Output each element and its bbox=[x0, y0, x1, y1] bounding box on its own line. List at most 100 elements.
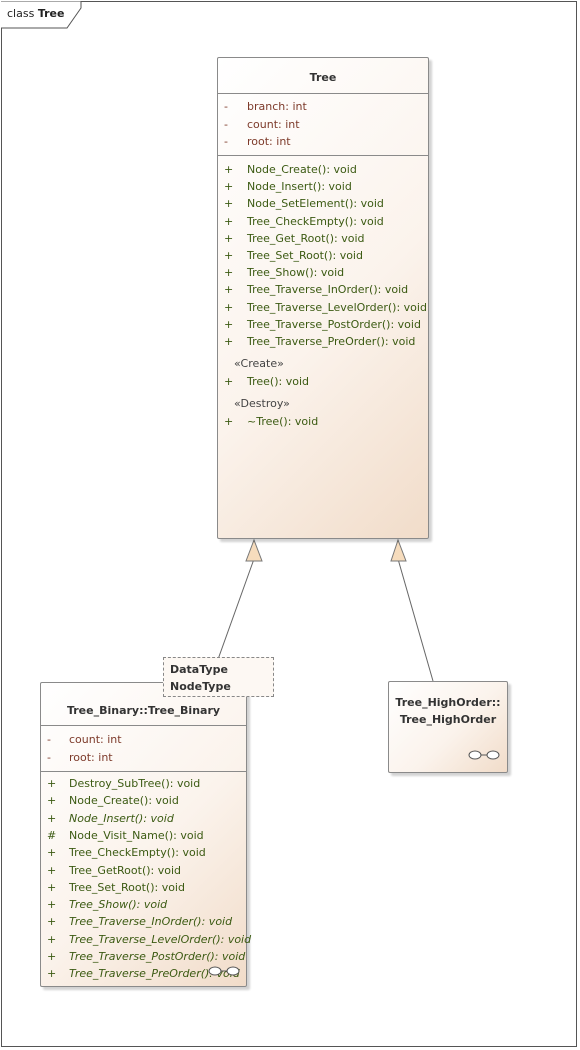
stereotype-create: «Create» bbox=[234, 357, 284, 370]
visibility-marker: + bbox=[224, 266, 234, 280]
visibility-marker: - bbox=[224, 117, 228, 131]
operation-signature: Tree_Traverse_PreOrder(): void bbox=[69, 967, 240, 981]
operation-row[interactable]: +Node_Create(): void bbox=[224, 161, 429, 178]
visibility-marker: + bbox=[224, 214, 234, 228]
operation-signature: Node_Insert(): void bbox=[69, 811, 174, 825]
class-tree-binary[interactable]: Tree_Binary::Tree_Binary -count: int-roo… bbox=[40, 682, 251, 987]
class-title: Tree bbox=[309, 71, 337, 84]
operation-row[interactable]: +Tree_Set_Root(): void bbox=[47, 879, 252, 896]
visibility-marker: - bbox=[47, 750, 51, 764]
operation-row[interactable]: +Tree_CheckEmpty(): void bbox=[47, 844, 252, 861]
divider bbox=[218, 155, 428, 156]
operation-signature: Tree_Traverse_InOrder(): void bbox=[69, 915, 233, 929]
attribute-row[interactable]: - branch: int bbox=[224, 98, 429, 115]
attribute-row[interactable]: - count: int bbox=[224, 116, 429, 133]
expand-toggle-icon[interactable] bbox=[207, 964, 243, 978]
operation-row[interactable]: + Tree_Traverse_LevelOrder(): void bbox=[47, 931, 252, 948]
visibility-marker: - bbox=[224, 100, 228, 113]
operation-row[interactable]: +Tree_Traverse_PreOrder(): void bbox=[47, 965, 252, 982]
operation-signature: Tree_Traverse_PostOrder(): void bbox=[247, 317, 421, 331]
operation-row[interactable]: +Node_Insert(): void bbox=[224, 178, 429, 195]
class-tree[interactable]: Tree - branch: int - count: int - root: int +… bbox=[217, 57, 429, 539]
visibility-marker: + bbox=[224, 197, 234, 211]
operation-signature: Tree_Get_Root(): void bbox=[247, 231, 365, 245]
operation-signature: Tree(): void bbox=[247, 375, 309, 388]
visibility-marker: + bbox=[47, 932, 57, 946]
operation-signature: Node_Visit_Name(): void bbox=[69, 828, 204, 842]
operation-signature: Tree_Traverse_PostOrder(): void bbox=[69, 950, 246, 963]
visibility-marker: + bbox=[224, 180, 234, 194]
operation-row[interactable]: + Tree_Traverse_PreOrder(): void bbox=[224, 333, 429, 350]
operation-row[interactable]: + Tree_Traverse_PostOrder(): void bbox=[47, 948, 252, 965]
operation-row[interactable]: +Node_Create(): void bbox=[47, 792, 252, 809]
operation-row[interactable]: +Tree_GetRoot(): void bbox=[47, 862, 252, 879]
operation-signature: ~Tree(): void bbox=[247, 415, 319, 428]
visibility-marker: + bbox=[224, 163, 234, 176]
attribute-signature: count: int bbox=[69, 733, 122, 746]
attribute-signature: count: int bbox=[247, 117, 300, 131]
visibility-marker: - bbox=[47, 733, 51, 746]
frame-kind: class bbox=[7, 7, 35, 20]
frame-label: class Tree bbox=[7, 7, 64, 20]
operation-row[interactable]: +Tree_Show(): void bbox=[47, 896, 252, 913]
stereotype-destroy: «Destroy» bbox=[234, 397, 290, 410]
visibility-marker: + bbox=[47, 915, 57, 929]
operation-signature: Tree_Traverse_PreOrder(): void bbox=[247, 335, 416, 348]
frame-name: Tree bbox=[37, 7, 65, 20]
operation-row[interactable]: + Tree_Traverse_LevelOrder(): void bbox=[224, 299, 429, 316]
operation-signature: Tree_Traverse_InOrder(): void bbox=[247, 283, 409, 297]
operation-signature: Destroy_SubTree(): void bbox=[69, 777, 201, 790]
visibility-marker: + bbox=[224, 415, 234, 428]
visibility-marker: + bbox=[47, 794, 57, 808]
visibility-marker: # bbox=[47, 828, 57, 842]
visibility-marker: + bbox=[224, 335, 234, 348]
template-param: DataType bbox=[170, 663, 228, 676]
expand-toggle-icon[interactable] bbox=[467, 748, 503, 762]
visibility-marker: + bbox=[224, 231, 234, 245]
operation-row[interactable]: + Tree_Traverse_PostOrder(): void bbox=[224, 316, 429, 333]
operation-signature: Tree_Traverse_LevelOrder(): void bbox=[69, 932, 252, 946]
operation-row[interactable]: + Tree_CheckEmpty(): void bbox=[224, 213, 429, 230]
attribute-row[interactable]: - count: int bbox=[47, 731, 252, 748]
operation-row[interactable]: + ~Tree(): void bbox=[224, 413, 424, 430]
class-tree-highorder[interactable]: Tree_HighOrder:: Tree_HighOrder bbox=[388, 681, 508, 773]
visibility-marker: + bbox=[47, 777, 57, 790]
divider bbox=[41, 771, 246, 772]
operation-row[interactable]: + Tree_Traverse_InOrder(): void bbox=[224, 281, 429, 298]
visibility-marker: + bbox=[224, 317, 234, 331]
operation-signature: Tree_Traverse_LevelOrder(): void bbox=[247, 300, 427, 314]
frame-tab bbox=[1, 1, 82, 29]
operation-signature: Tree_Set_Root(): void bbox=[247, 249, 363, 262]
operation-row[interactable]: + Tree_Set_Root(): void bbox=[224, 247, 429, 264]
operation-row[interactable]: + Tree_Traverse_InOrder(): void bbox=[47, 913, 252, 930]
generalization-arrowhead-binary bbox=[245, 538, 263, 562]
operation-signature: Tree_GetRoot(): void bbox=[69, 863, 182, 877]
class-title-line2: Tree_HighOrder bbox=[399, 713, 497, 726]
attribute-row[interactable]: - root: int bbox=[47, 749, 252, 766]
operation-signature: Tree_Set_Root(): void bbox=[69, 880, 185, 894]
visibility-marker: + bbox=[47, 811, 57, 825]
visibility-marker: + bbox=[224, 300, 234, 314]
operation-row[interactable]: +Tree_Show(): void bbox=[224, 264, 429, 281]
attribute-row[interactable]: - root: int bbox=[224, 133, 429, 150]
visibility-marker: + bbox=[224, 249, 234, 262]
attribute-signature: root: int bbox=[69, 750, 113, 764]
operation-row[interactable]: + Tree(): void bbox=[224, 373, 424, 390]
operation-row[interactable]: # Node_Visit_Name(): void bbox=[47, 827, 252, 844]
class-title-line1: Tree_HighOrder:: bbox=[395, 696, 501, 709]
operation-row[interactable]: +Node_SetElement(): void bbox=[224, 195, 429, 212]
visibility-marker: + bbox=[224, 283, 234, 297]
operation-row[interactable]: + Node_Insert(): void bbox=[47, 810, 252, 827]
attribute-signature: root: int bbox=[247, 135, 291, 148]
visibility-marker: + bbox=[224, 375, 234, 388]
visibility-marker: + bbox=[47, 950, 57, 963]
operation-row[interactable]: + Destroy_SubTree(): void bbox=[47, 775, 252, 792]
generalization-arrowhead-highorder bbox=[390, 538, 407, 562]
attribute-signature: branch: int bbox=[247, 100, 307, 113]
visibility-marker: - bbox=[224, 135, 228, 148]
operation-signature: Tree_CheckEmpty(): void bbox=[247, 214, 384, 228]
divider bbox=[218, 93, 428, 94]
operation-row[interactable]: + Tree_Get_Root(): void bbox=[224, 230, 429, 247]
